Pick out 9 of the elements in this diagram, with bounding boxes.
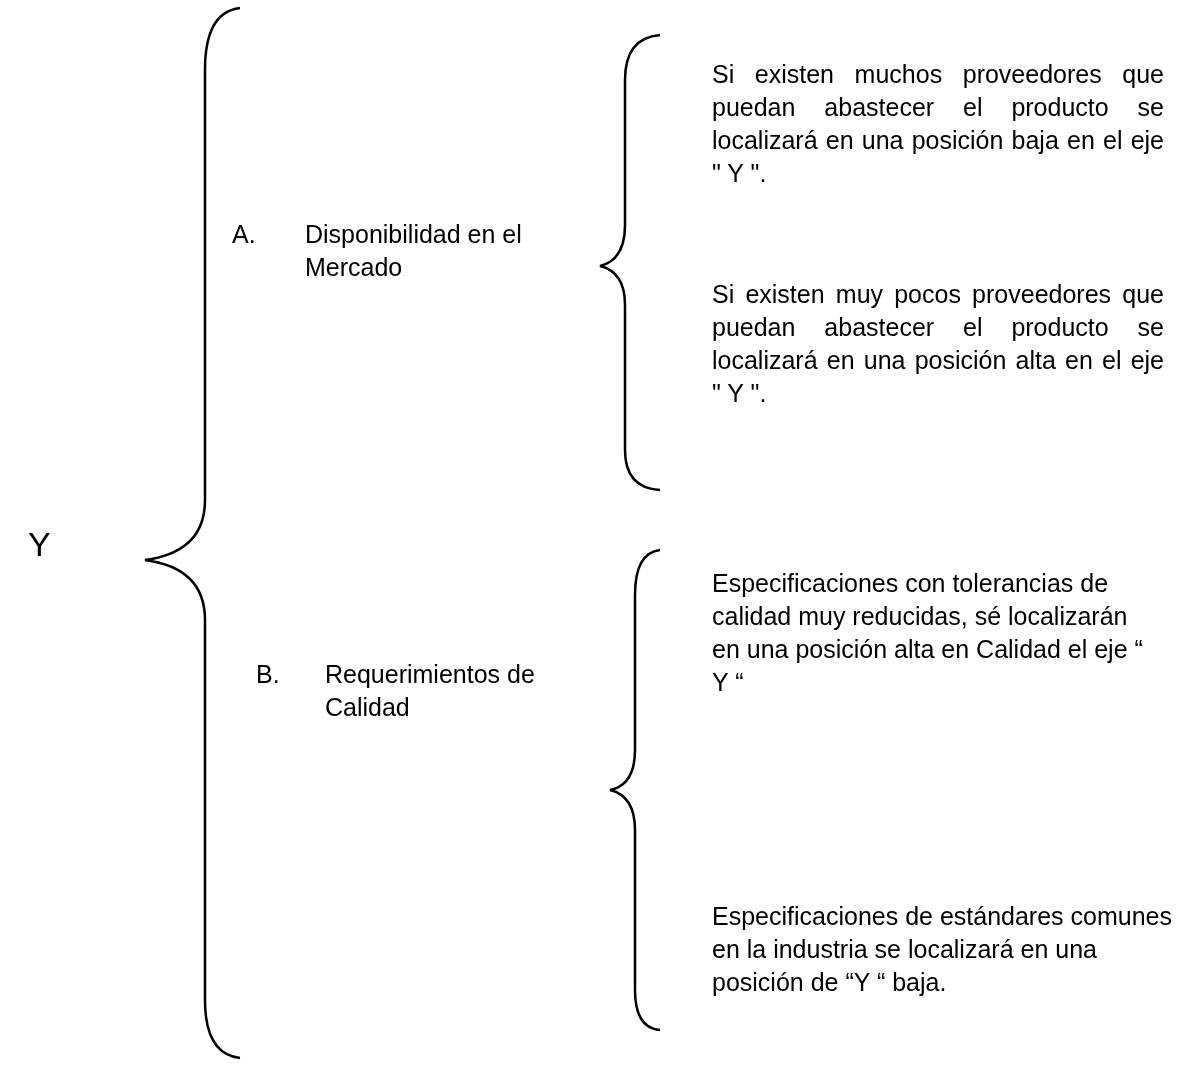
category-label: Disponibilidad en el Mercado xyxy=(305,219,523,283)
description-text: Especificaciones con tolerancias de calidad muy reducidas, sé localizarán en una posición alta en Calidad el eje “ Y “ xyxy=(712,568,1144,698)
axis-letter: Y xyxy=(28,528,51,561)
description-text: Especificaciones de estándares comunes en la industria se localizará en una posición de “Y “ baja. xyxy=(712,901,1173,998)
category-label: Requerimientos de Calidad xyxy=(325,659,536,723)
list-marker: B. xyxy=(256,659,281,690)
description-text: Si existen muy pocos proveedores que puedan abastecer el producto se localizará en una posición alta en el eje " Y ". xyxy=(712,279,1164,409)
description-text: Si existen muchos proveedores que puedan abastecer el producto se localizará en una posición baja en el eje " Y ". xyxy=(712,59,1164,189)
list-marker: A. xyxy=(232,219,257,250)
